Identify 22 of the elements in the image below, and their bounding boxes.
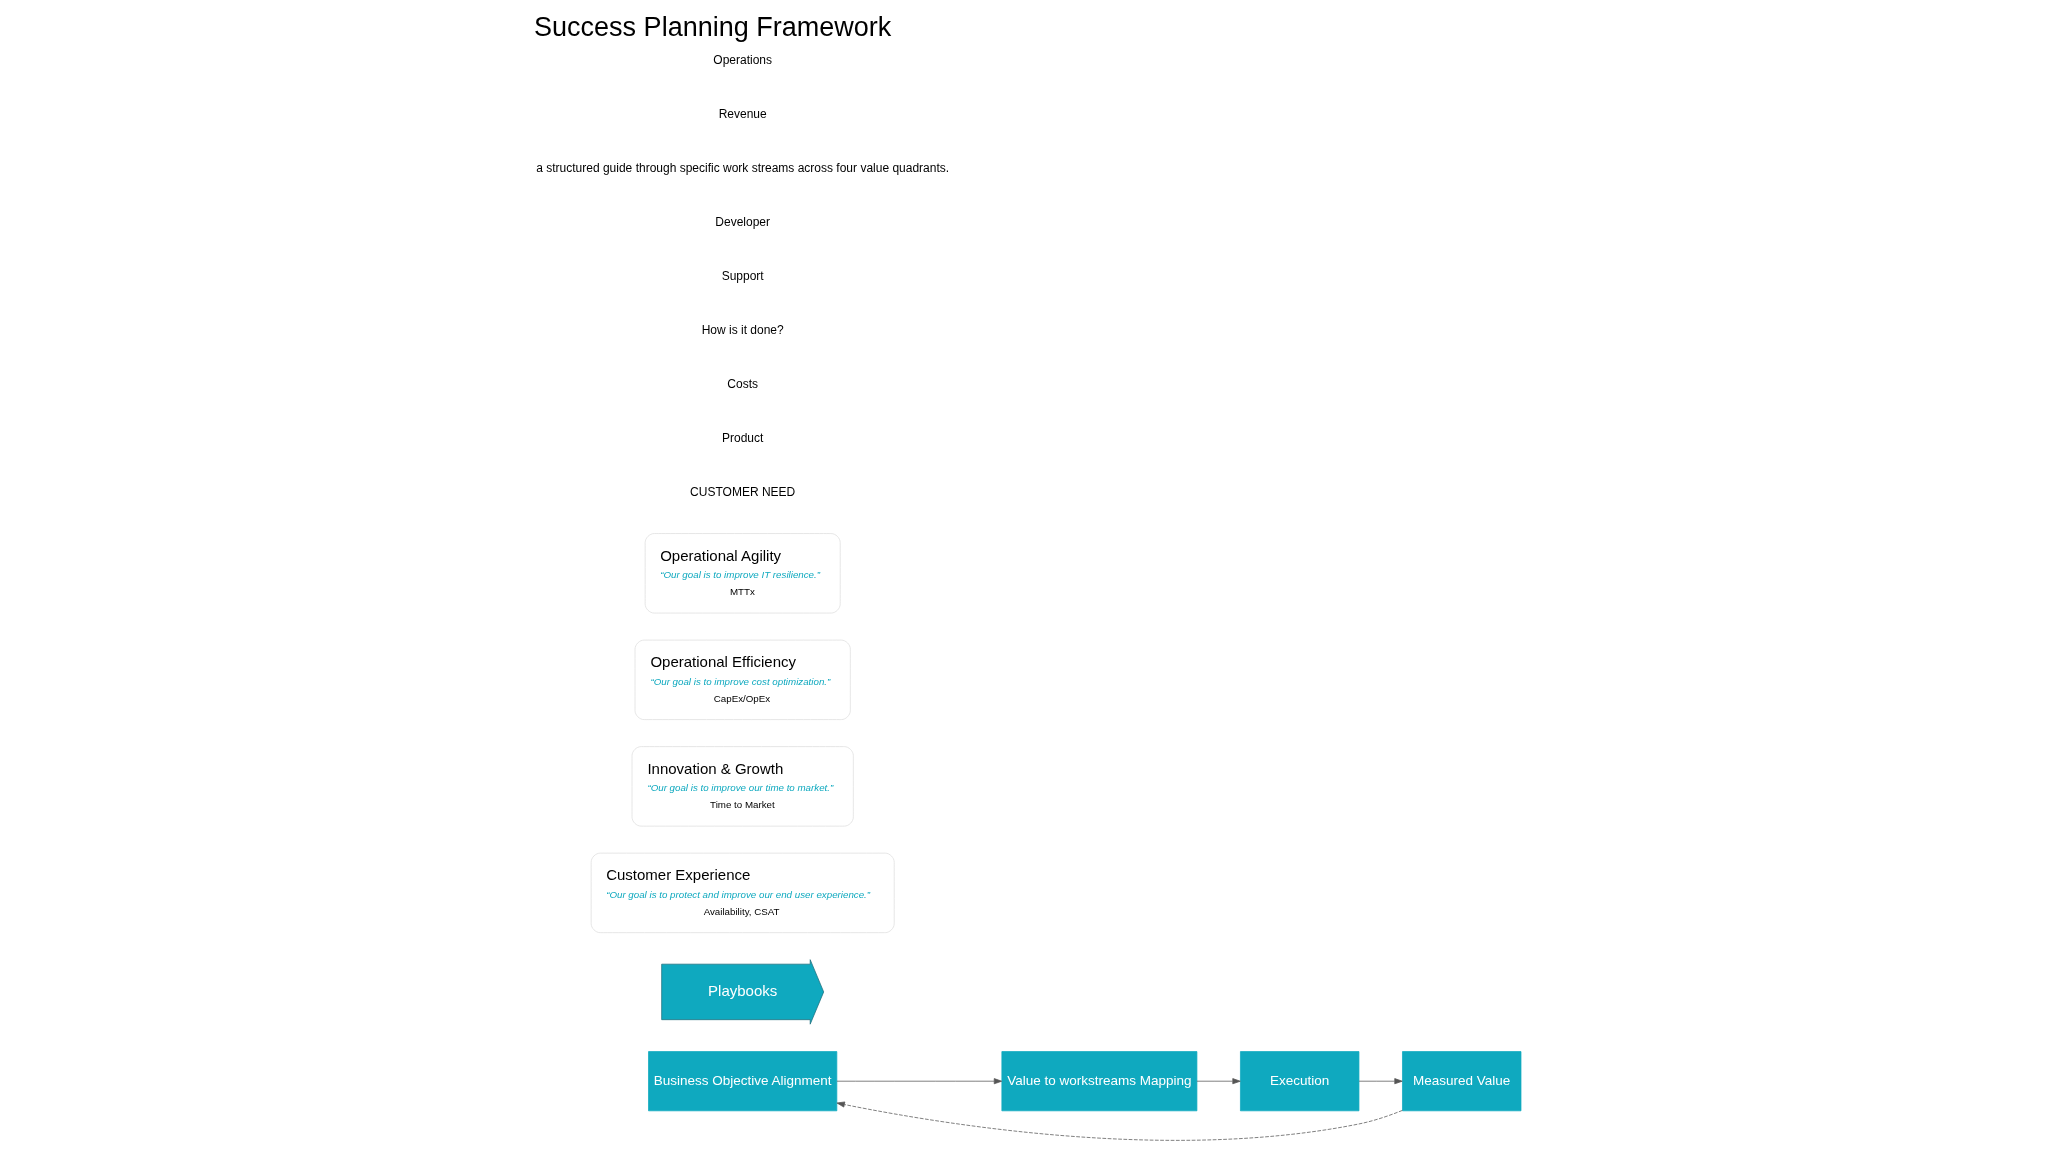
node-box: Operational Agility “Our goal is to improve IT resilience.” MTTx xyxy=(644,533,841,614)
node-box: Customer Experience “Our goal is to protect and improve our end user experience.” Availability, CSAT xyxy=(590,852,895,934)
label: Operations xyxy=(713,52,773,67)
node-box: Innovation & Growth “Our goal is to improve our time to market.” Time to Market xyxy=(631,746,854,827)
node-box: Execution xyxy=(1240,1051,1360,1112)
node-box: Measured Value xyxy=(1402,1051,1522,1112)
label: Developer xyxy=(715,214,771,229)
label: How is it done? xyxy=(701,322,784,337)
label: a structured guide through specific work streams across four value quadrants. xyxy=(536,160,950,175)
label: Support xyxy=(721,268,764,283)
arrow xyxy=(836,1078,1003,1085)
arrow xyxy=(1358,1078,1403,1085)
label: Product xyxy=(722,430,764,445)
node-box: Business Objective Alignment xyxy=(648,1051,838,1112)
diagram-title: Success Planning Framework xyxy=(534,12,892,43)
label: Costs xyxy=(727,376,759,391)
node-box: Value to workstreams Mapping xyxy=(1001,1051,1198,1112)
node-box: Operational Efficiency “Our goal is to improve cost optimization.” CapEx/OpEx xyxy=(634,639,851,720)
arrow xyxy=(836,1101,1403,1141)
label: Revenue xyxy=(718,106,767,121)
label: CUSTOMER NEED xyxy=(690,484,796,499)
arrow xyxy=(1196,1078,1241,1085)
